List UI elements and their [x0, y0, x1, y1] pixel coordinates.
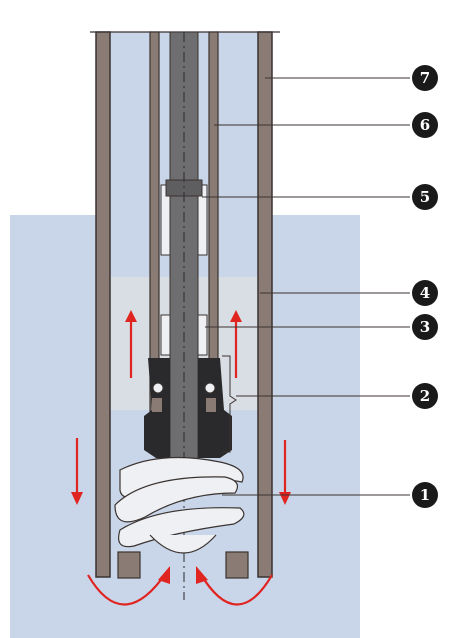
flow-arrows	[71, 310, 291, 606]
seal-gap-left	[152, 398, 162, 412]
callout-disc	[412, 314, 438, 340]
inlet-flange-left	[117, 551, 141, 579]
callout-number: 7	[420, 69, 430, 87]
callout-3: 3	[412, 314, 438, 340]
callout-number: 5	[420, 188, 430, 206]
flow-arrow-curve-left-head	[158, 566, 170, 584]
flow-arrow-curve-right-head	[196, 566, 208, 584]
bearing-ball-left	[152, 382, 164, 394]
callout-7: 7	[412, 65, 438, 91]
flow-arrow-up-right-head	[230, 310, 242, 322]
seal-bracket	[222, 355, 237, 453]
outer-casing-right-wall	[257, 31, 273, 578]
flow-arrow-up-left-head	[125, 310, 137, 322]
callout-disc	[412, 184, 438, 210]
flow-arrow-curve-left	[87, 572, 167, 606]
callout-disc	[412, 280, 438, 306]
flow-arrow-curve-right	[199, 572, 273, 606]
flow-arrow-down-left-head	[71, 492, 83, 505]
callout-4: 4	[412, 280, 438, 306]
callout-1: 1	[412, 482, 438, 508]
callout-number: 4	[420, 284, 430, 302]
seal-gap-right	[206, 398, 216, 412]
leader-lines	[202, 77, 410, 496]
impeller	[114, 456, 245, 554]
callout-number: 1	[420, 486, 430, 504]
callout-2: 2	[412, 383, 438, 409]
outer-casing-left-wall	[95, 31, 111, 578]
callout-disc	[412, 482, 438, 508]
callout-disc	[412, 383, 438, 409]
callout-5: 5	[412, 184, 438, 210]
callout-number: 2	[420, 387, 430, 405]
callout-number: 6	[420, 116, 430, 134]
callout-number: 3	[420, 318, 430, 336]
callout-6: 6	[412, 112, 438, 138]
inlet-flange-right	[225, 551, 249, 579]
callout-disc	[412, 65, 438, 91]
bearing-ball-right	[204, 382, 216, 394]
callout-disc	[412, 112, 438, 138]
